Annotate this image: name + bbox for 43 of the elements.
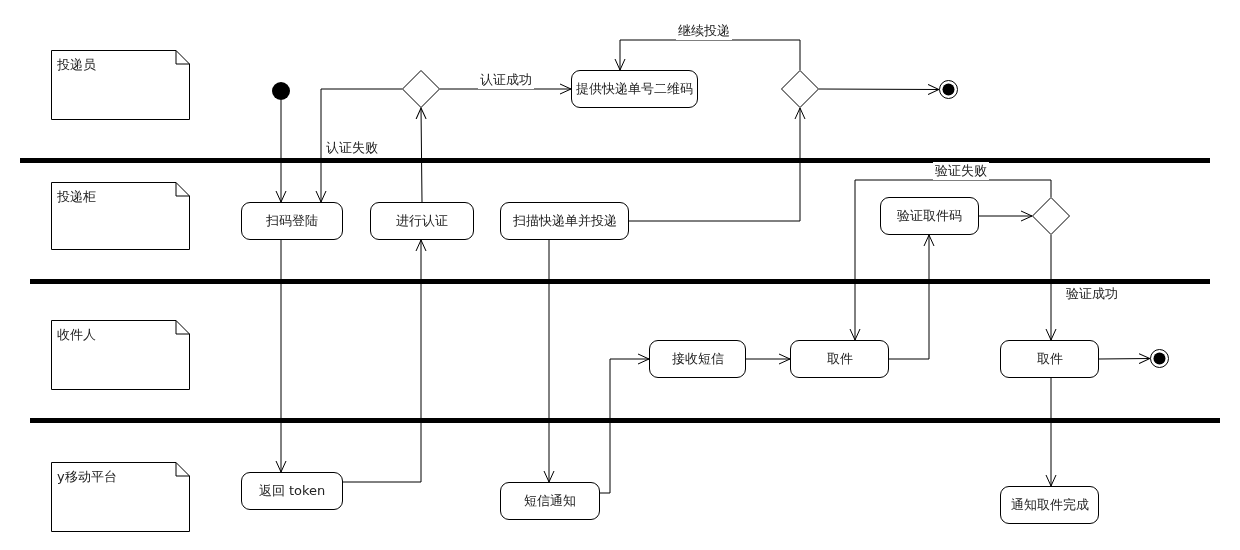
action-box: 验证取件码 <box>880 197 979 235</box>
arrow <box>849 179 1052 341</box>
edge-label: 认证失败 <box>324 139 380 157</box>
action-box: 扫码登陆 <box>241 202 343 240</box>
arrow <box>342 239 427 483</box>
arrow <box>745 353 791 365</box>
decision-diamond <box>402 70 440 108</box>
action-box: 取件 <box>1000 340 1099 378</box>
decision-diamond <box>1032 197 1070 235</box>
arrow <box>415 107 427 203</box>
edge-label: 验证失败 <box>933 162 989 180</box>
arrow <box>439 83 572 95</box>
arrow <box>1045 377 1057 487</box>
action-box: 返回 token <box>241 472 343 510</box>
edge-label: 继续投递 <box>676 22 732 40</box>
edge-label: 验证成功 <box>1064 285 1120 303</box>
action-box: 接收短信 <box>649 340 746 378</box>
arrow <box>1098 353 1151 365</box>
lane-note: 收件人 <box>51 320 190 390</box>
action-box: 短信通知 <box>500 482 600 520</box>
arrow <box>628 107 806 222</box>
action-box: 通知取件完成 <box>1000 486 1099 524</box>
arrow <box>614 39 801 71</box>
arrow <box>599 353 650 494</box>
lane-note: y移动平台 <box>51 462 190 532</box>
edge-label: 认证成功 <box>478 71 534 89</box>
action-box: 进行认证 <box>370 202 474 240</box>
action-box: 取件 <box>790 340 889 378</box>
action-box: 扫描快递单并投递 <box>500 202 629 240</box>
arrow <box>978 210 1033 222</box>
arrow <box>315 88 403 203</box>
arrow <box>275 99 287 203</box>
arrow <box>275 239 287 473</box>
lane-note: 投递员 <box>51 50 190 120</box>
arrow <box>1045 234 1057 341</box>
arrow <box>888 234 935 360</box>
arrow <box>543 239 555 483</box>
end-bullseye <box>1150 349 1169 368</box>
lane-note: 投递柜 <box>51 182 190 250</box>
action-box: 提供快递单号二维码 <box>571 70 698 108</box>
end-bullseye <box>939 80 958 99</box>
start-dot <box>272 82 290 100</box>
decision-diamond <box>781 70 819 108</box>
